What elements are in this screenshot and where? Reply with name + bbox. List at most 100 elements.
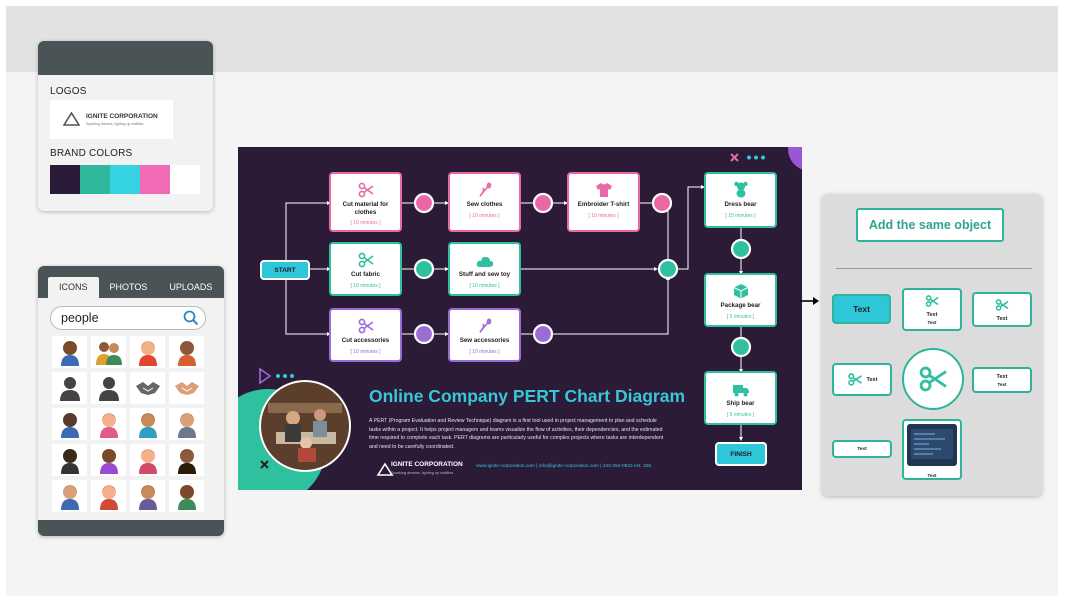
pert-title: Online Company PERT Chart Diagram	[369, 386, 686, 406]
text-object-sub: Text	[927, 320, 937, 325]
color-swatch[interactable]	[140, 165, 170, 194]
brand-color-swatches	[50, 165, 200, 194]
truck-icon	[732, 385, 749, 397]
task-name: Cut fabric	[351, 271, 380, 278]
icon-result[interactable]	[91, 408, 126, 440]
text-object-label: Text	[926, 312, 938, 318]
icon-result[interactable]	[169, 444, 204, 476]
tab-photos[interactable]: PHOTOS	[109, 282, 148, 292]
icon-result[interactable]	[130, 372, 165, 404]
icon-result[interactable]	[130, 444, 165, 476]
person-icon	[60, 341, 79, 366]
task-duration: [ 10 minutes ]	[469, 212, 500, 219]
icon-result[interactable]	[130, 408, 165, 440]
icon-result[interactable]	[52, 444, 87, 476]
task-sew-accessories[interactable]: Sew accessories [ 10 minutes ]	[448, 308, 521, 362]
text-object-selected[interactable]: Text	[832, 294, 891, 324]
icon-results-grid	[52, 336, 204, 512]
person-silhouette-icon	[98, 377, 119, 401]
pert-chart-design[interactable]: START FINISH Cut material for clothes [ …	[238, 147, 802, 490]
icon-result[interactable]	[169, 480, 204, 512]
start-node[interactable]: START	[260, 260, 310, 280]
icon-result[interactable]	[91, 480, 126, 512]
finish-node[interactable]: FINISH	[715, 442, 767, 466]
person-icon	[99, 485, 118, 510]
pert-description: A PERT (Program Evaluation and Review Te…	[369, 418, 664, 450]
person-icon	[177, 485, 196, 510]
color-swatch[interactable]	[50, 165, 80, 194]
text-object-scissors[interactable]: Text Text	[902, 288, 962, 331]
panel-divider	[836, 268, 1032, 269]
task-name: Stuff and sew toy	[458, 271, 511, 278]
icon-result[interactable]	[91, 336, 126, 368]
search-query: people	[61, 311, 99, 325]
icon-result[interactable]	[91, 372, 126, 404]
task-name: Sew clothes	[466, 201, 503, 208]
image-text-object[interactable]: Text	[902, 419, 962, 480]
color-swatch[interactable]	[80, 165, 110, 194]
task-cut-material[interactable]: Cut material for clothes [ 10 minutes ]	[329, 172, 402, 232]
task-duration: [ 10 minutes ]	[350, 282, 381, 289]
icons-panel-footer	[38, 520, 224, 536]
person-icon	[60, 485, 79, 510]
text-object-small[interactable]: Text	[832, 440, 892, 458]
handshake-icon	[135, 382, 160, 395]
task-name: Embroider T-shirt	[577, 201, 630, 208]
task-ship-bear[interactable]: Ship bear [ 5 minutes ]	[704, 371, 777, 425]
icon-result[interactable]	[52, 480, 87, 512]
person-icon	[60, 413, 79, 438]
brand-panel-header	[38, 41, 213, 75]
scissors-icon	[358, 318, 373, 334]
task-name: Cut material for clothes	[342, 201, 389, 216]
canvas-page: LOGOS IGNITE CORPORATION Sparking dreams…	[6, 6, 1058, 596]
task-embroider-tshirt[interactable]: Embroider T-shirt [ 10 minutes ]	[567, 172, 640, 232]
text-object-plain[interactable]: Text Text	[972, 367, 1032, 393]
tab-icons[interactable]: ICONS	[48, 277, 99, 298]
task-stuff-sew-toy[interactable]: Stuff and sew toy [ 10 minutes ]	[448, 242, 521, 296]
icons-panel-tabs: ICONS PHOTOS UPLOADS	[38, 266, 224, 298]
search-input[interactable]: people	[50, 306, 206, 330]
task-duration: [ 5 minutes ]	[726, 411, 755, 418]
text-object-scissors-small[interactable]: Text	[972, 292, 1032, 327]
color-swatch[interactable]	[110, 165, 140, 194]
icon-result[interactable]	[91, 444, 126, 476]
task-duration: [ 10 minutes ]	[469, 348, 500, 355]
logo-name: IGNITE CORPORATION	[86, 113, 158, 120]
scissors-icon	[358, 182, 373, 198]
icon-result[interactable]	[52, 372, 87, 404]
task-sew-clothes[interactable]: Sew clothes [ 10 minutes ]	[448, 172, 521, 232]
color-swatch[interactable]	[170, 165, 200, 194]
icon-result[interactable]	[130, 336, 165, 368]
text-object-label: Text	[927, 473, 937, 478]
icon-result[interactable]	[169, 408, 204, 440]
icon-result[interactable]	[130, 480, 165, 512]
task-duration: [ 5 minutes ]	[726, 313, 755, 320]
text-object-horizontal[interactable]: Text	[832, 363, 892, 396]
task-dress-bear[interactable]: Dress bear [ 15 minutes ]	[704, 172, 777, 228]
scissors-icon	[995, 299, 1009, 311]
icons-panel: ICONS PHOTOS UPLOADS people	[38, 266, 224, 536]
search-icon[interactable]	[183, 310, 199, 326]
tab-uploads[interactable]: UPLOADS	[169, 282, 213, 292]
text-object-label: Text	[996, 374, 1008, 380]
task-duration: [ 15 minutes ]	[725, 212, 756, 219]
icon-result[interactable]	[52, 336, 87, 368]
icon-result[interactable]	[169, 336, 204, 368]
icon-result[interactable]	[52, 408, 87, 440]
scissors-circle-object[interactable]	[902, 348, 964, 410]
task-cut-accessories[interactable]: Cut accessories [ 10 minutes ]	[329, 308, 402, 362]
scissors-icon	[925, 295, 939, 307]
cloud-icon	[476, 256, 493, 267]
icon-result[interactable]	[169, 372, 204, 404]
triangle-logo-icon	[63, 112, 80, 126]
task-cut-fabric[interactable]: Cut fabric [ 10 minutes ]	[329, 242, 402, 296]
task-package-bear[interactable]: Package bear [ 5 minutes ]	[704, 273, 777, 327]
add-same-object-button[interactable]: Add the same object	[856, 208, 1004, 242]
text-object-label: Text	[996, 316, 1008, 322]
logo-thumbnail[interactable]: IGNITE CORPORATION Sparking dreams, ligh…	[50, 100, 173, 139]
task-name: Package bear	[720, 302, 761, 309]
needle-icon	[478, 182, 491, 197]
scissors-icon	[358, 252, 373, 268]
screen-photo-image	[907, 424, 957, 466]
person-icon	[177, 413, 196, 438]
